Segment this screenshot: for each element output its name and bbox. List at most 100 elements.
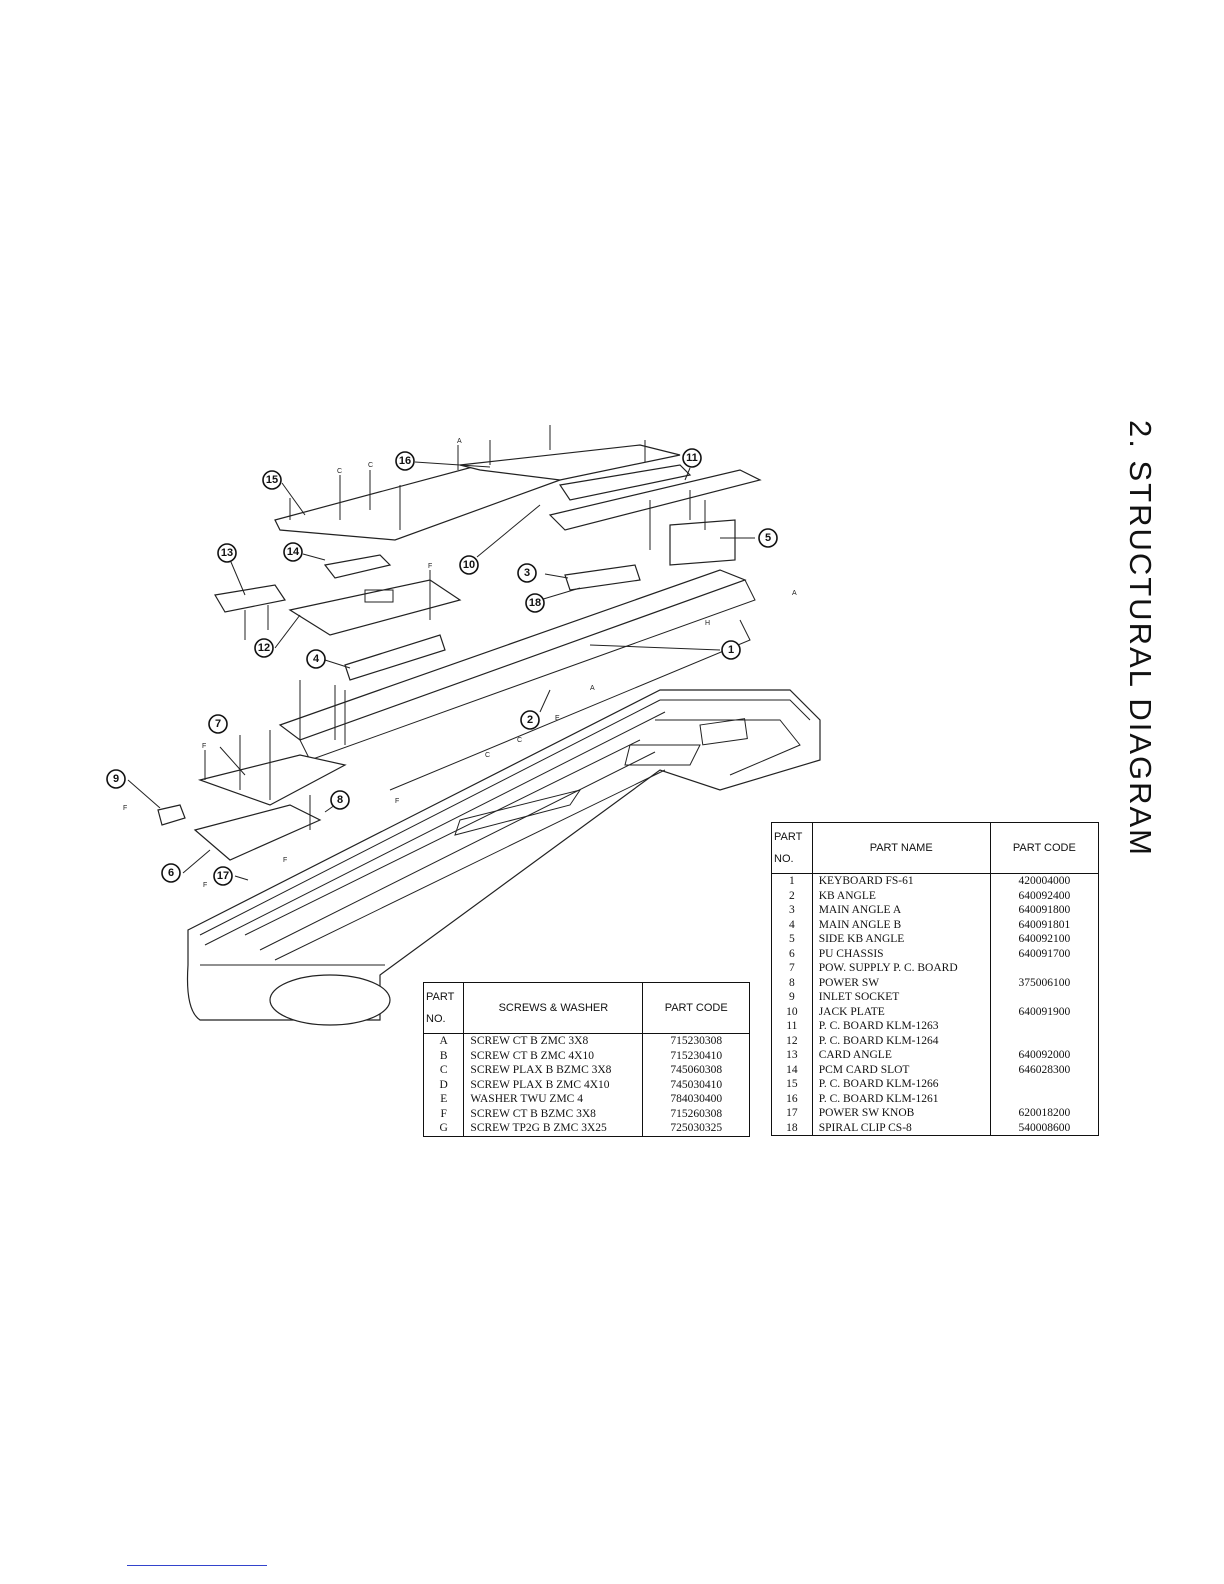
callout-14: 14 xyxy=(283,542,303,562)
callout-5: 5 xyxy=(758,528,778,548)
screw-letter-c: C xyxy=(337,468,342,475)
callout-2: 2 xyxy=(520,710,540,730)
svg-text:2: 2 xyxy=(527,714,533,726)
col-part-code: PART CODE xyxy=(989,822,1100,874)
svg-text:13: 13 xyxy=(221,547,233,559)
screw-letter-c3: C xyxy=(517,737,522,744)
svg-text:7: 7 xyxy=(215,718,221,730)
pcm-card-slot xyxy=(323,554,392,579)
svg-text:17: 17 xyxy=(217,870,229,882)
header-part: PART xyxy=(426,991,455,1003)
screw-letter-h: H xyxy=(705,620,710,627)
screw-letter-f6: F xyxy=(203,882,207,889)
inlet-socket xyxy=(157,804,186,826)
callout-11: 11 xyxy=(682,448,702,468)
svg-text:18: 18 xyxy=(529,597,541,609)
power-supply-board xyxy=(197,754,347,806)
svg-text:3: 3 xyxy=(524,567,530,579)
svg-text:15: 15 xyxy=(266,474,278,486)
svg-text:10: 10 xyxy=(463,559,475,571)
card-angle xyxy=(214,584,286,613)
callout-1: 1 xyxy=(721,640,741,660)
callout-10: 10 xyxy=(459,555,479,575)
col-part-name: PART NAME xyxy=(811,822,991,874)
pu-chassis xyxy=(193,804,322,861)
callout-9: 9 xyxy=(106,769,126,789)
screw-letter-a2: A xyxy=(792,590,797,597)
top-board-16 xyxy=(459,444,681,481)
top-board-15 xyxy=(274,464,561,541)
screws xyxy=(204,425,706,830)
screw-letter-a: A xyxy=(457,438,462,445)
callout-17: 17 xyxy=(213,866,233,886)
board-12 xyxy=(288,579,462,636)
screw-letter-f: F xyxy=(428,563,432,570)
callout-8: 8 xyxy=(330,790,350,810)
screw-letters: A C C F A H A E C C F F F F F xyxy=(123,438,797,889)
screw-letter-f3: F xyxy=(123,805,127,812)
screw-letter-f5: F xyxy=(283,857,287,864)
table-header-row: PART NO. PART NAME PART CODE xyxy=(771,822,1100,874)
svg-text:16: 16 xyxy=(399,455,411,467)
svg-text:5: 5 xyxy=(765,532,771,544)
col-part-code: PART CODE xyxy=(642,982,750,1034)
board-11 xyxy=(548,469,762,531)
callout-12: 12 xyxy=(254,638,274,658)
page-title: 2. STRUCTURAL DIAGRAM xyxy=(1123,420,1158,858)
table-header-row: PART NO. SCREWS & WASHER PART CODE xyxy=(422,982,750,1034)
callout-18: 18 xyxy=(525,593,545,613)
callout-13: 13 xyxy=(217,543,237,563)
svg-text:8: 8 xyxy=(337,794,343,806)
keyboard-base xyxy=(186,689,821,1026)
callout-16: 16 xyxy=(395,451,415,471)
screw-letter-c4: C xyxy=(485,752,490,759)
callout-4: 4 xyxy=(306,649,326,669)
svg-text:12: 12 xyxy=(258,642,270,654)
callout-7: 7 xyxy=(208,714,228,734)
page-title-container: 2. STRUCTURAL DIAGRAM xyxy=(1090,420,1190,880)
screw-letter-c2: C xyxy=(368,462,373,469)
header-part: PART xyxy=(774,831,803,843)
svg-text:1: 1 xyxy=(728,644,734,656)
header-no: NO. xyxy=(774,853,794,865)
svg-text:9: 9 xyxy=(113,773,119,785)
screw-letter-e: E xyxy=(555,715,560,722)
svg-text:4: 4 xyxy=(313,653,320,665)
screw-letter-f4: F xyxy=(395,798,399,805)
keyboard-assembly xyxy=(278,569,756,791)
screw-letter-f2: F xyxy=(202,743,206,750)
callout-6: 6 xyxy=(161,863,181,883)
col-screws-washer: SCREWS & WASHER xyxy=(463,982,644,1034)
main-angle-b xyxy=(344,634,446,681)
bottom-rule xyxy=(127,1565,267,1566)
screw-letter-a3: A xyxy=(590,685,595,692)
header-no: NO. xyxy=(426,1013,446,1025)
svg-text:6: 6 xyxy=(168,867,174,879)
